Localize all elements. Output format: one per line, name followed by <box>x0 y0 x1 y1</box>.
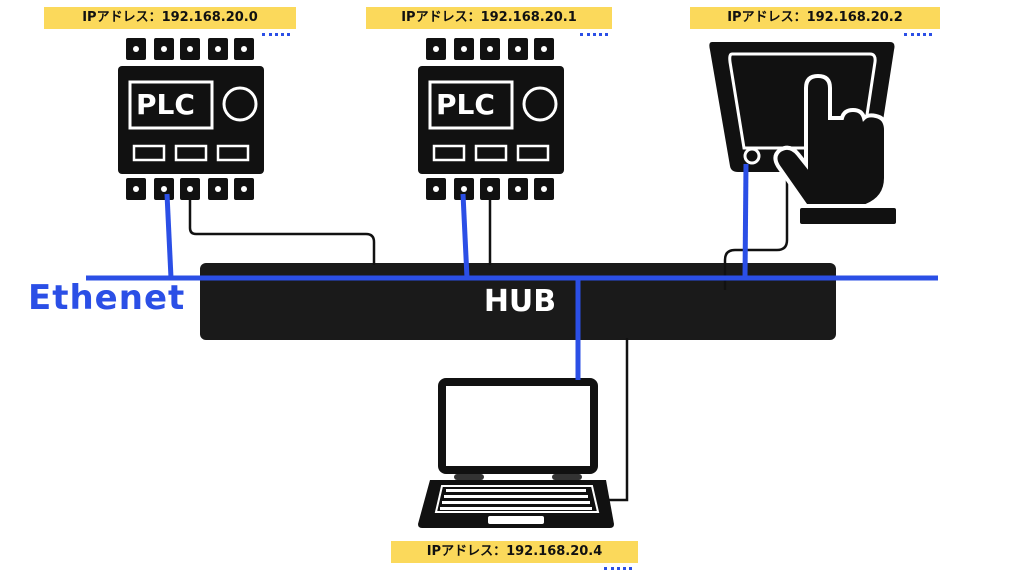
plc1-ip-label: IPアドレス：192.168.20.0 <box>44 7 296 29</box>
plc-icon <box>418 38 564 200</box>
dots-decoration <box>580 33 608 36</box>
cable-plc1-hub <box>188 196 376 265</box>
hmi-ip-label: IPアドレス：192.168.20.2 <box>690 7 940 29</box>
hub-box <box>200 263 836 340</box>
laptop-icon <box>418 378 614 528</box>
hub-label: HUB <box>483 284 557 319</box>
plc1-label: PLC <box>136 88 195 121</box>
dots-decoration <box>904 33 932 36</box>
plc2-ip-label: IPアドレス：192.168.20.1 <box>366 7 612 29</box>
plc-icon <box>118 38 264 200</box>
plc2-label: PLC <box>436 88 495 121</box>
dots-decoration <box>262 33 290 36</box>
ethernet-cables <box>86 163 938 380</box>
cable-laptop-hub <box>600 338 629 502</box>
dots-decoration <box>604 567 632 570</box>
ethernet-label: Ethenet <box>28 278 186 318</box>
laptop-ip-label: IPアドレス：192.168.20.4 <box>391 541 638 563</box>
touch-panel-icon <box>709 42 896 224</box>
cable-hmi-hub <box>723 170 789 290</box>
